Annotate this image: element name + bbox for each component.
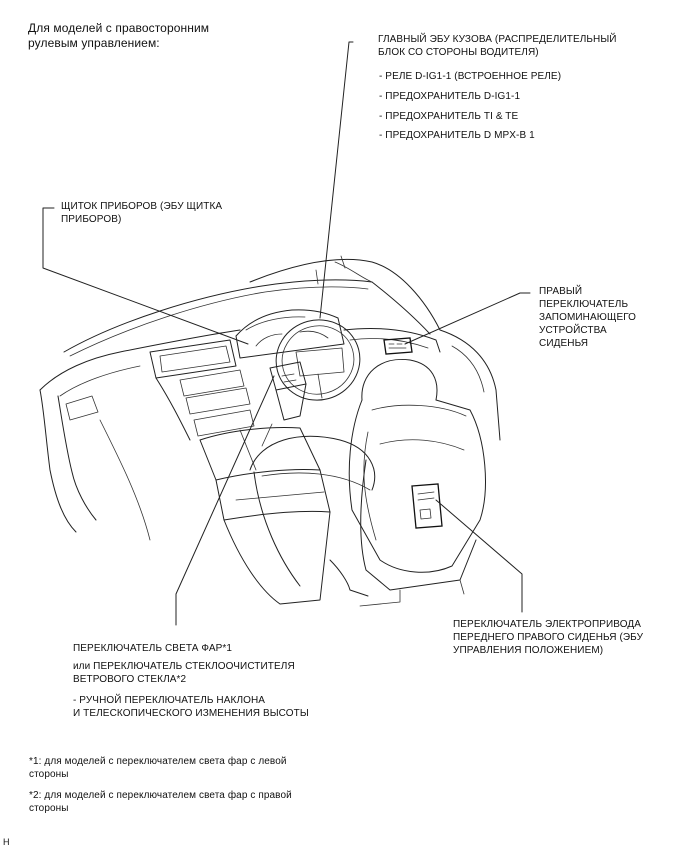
page-heading: Для моделей с правосторонним рулевым упр… <box>28 21 210 50</box>
body-ecu-item-relay: - РЕЛЕ D-IG1-1 (ВСТРОЕННОЕ РЕЛЕ) <box>379 71 562 82</box>
meter-label: ЩИТОК ПРИБОРОВ (ЭБУ ЩИТКА ПРИБОРОВ) <box>61 201 223 225</box>
footnote-2: *2: для моделей с переключателем света ф… <box>29 790 292 814</box>
corner-mark: H <box>3 837 10 847</box>
body-ecu-item-fuse-tite: - ПРЕДОХРАНИТЕЛЬ TI & TE <box>379 111 519 122</box>
power-seat-label: ПЕРЕКЛЮЧАТЕЛЬ ЭЛЕКТРОПРИВОДА ПЕРЕДНЕГО П… <box>453 619 644 656</box>
body-ecu-label: ГЛАВНЫЙ ЭБУ КУЗОВА (РАСПРЕДЕЛИТЕЛЬНЫЙ БЛ… <box>378 34 617 58</box>
tilt-telescopic-label: - РУЧНОЙ ПЕРЕКЛЮЧАТЕЛЬ НАКЛОНА И ТЕЛЕСКО… <box>73 695 309 719</box>
memory-switch-label: ПРАВЫЙ ПЕРЕКЛЮЧАТЕЛЬ ЗАПОМИНАЮЩЕГО УСТРО… <box>539 286 637 349</box>
dashboard-outline <box>39 255 501 607</box>
body-ecu-item-fuse-dig: - ПРЕДОХРАНИТЕЛЬ D-IG1-1 <box>379 91 521 102</box>
wiper-switch-label: или ПЕРЕКЛЮЧАТЕЛЬ СТЕКЛООЧИСТИТЕЛЯ ВЕТРО… <box>73 661 295 685</box>
body-ecu-item-fuse-dmpx: - ПРЕДОХРАНИТЕЛЬ D MPX-B 1 <box>379 130 535 141</box>
headlight-switch-label: ПЕРЕКЛЮЧАТЕЛЬ СВЕТА ФАР*1 <box>73 643 233 654</box>
footnote-1: *1: для моделей с переключателем света ф… <box>29 756 287 780</box>
leader-lines <box>42 41 531 626</box>
